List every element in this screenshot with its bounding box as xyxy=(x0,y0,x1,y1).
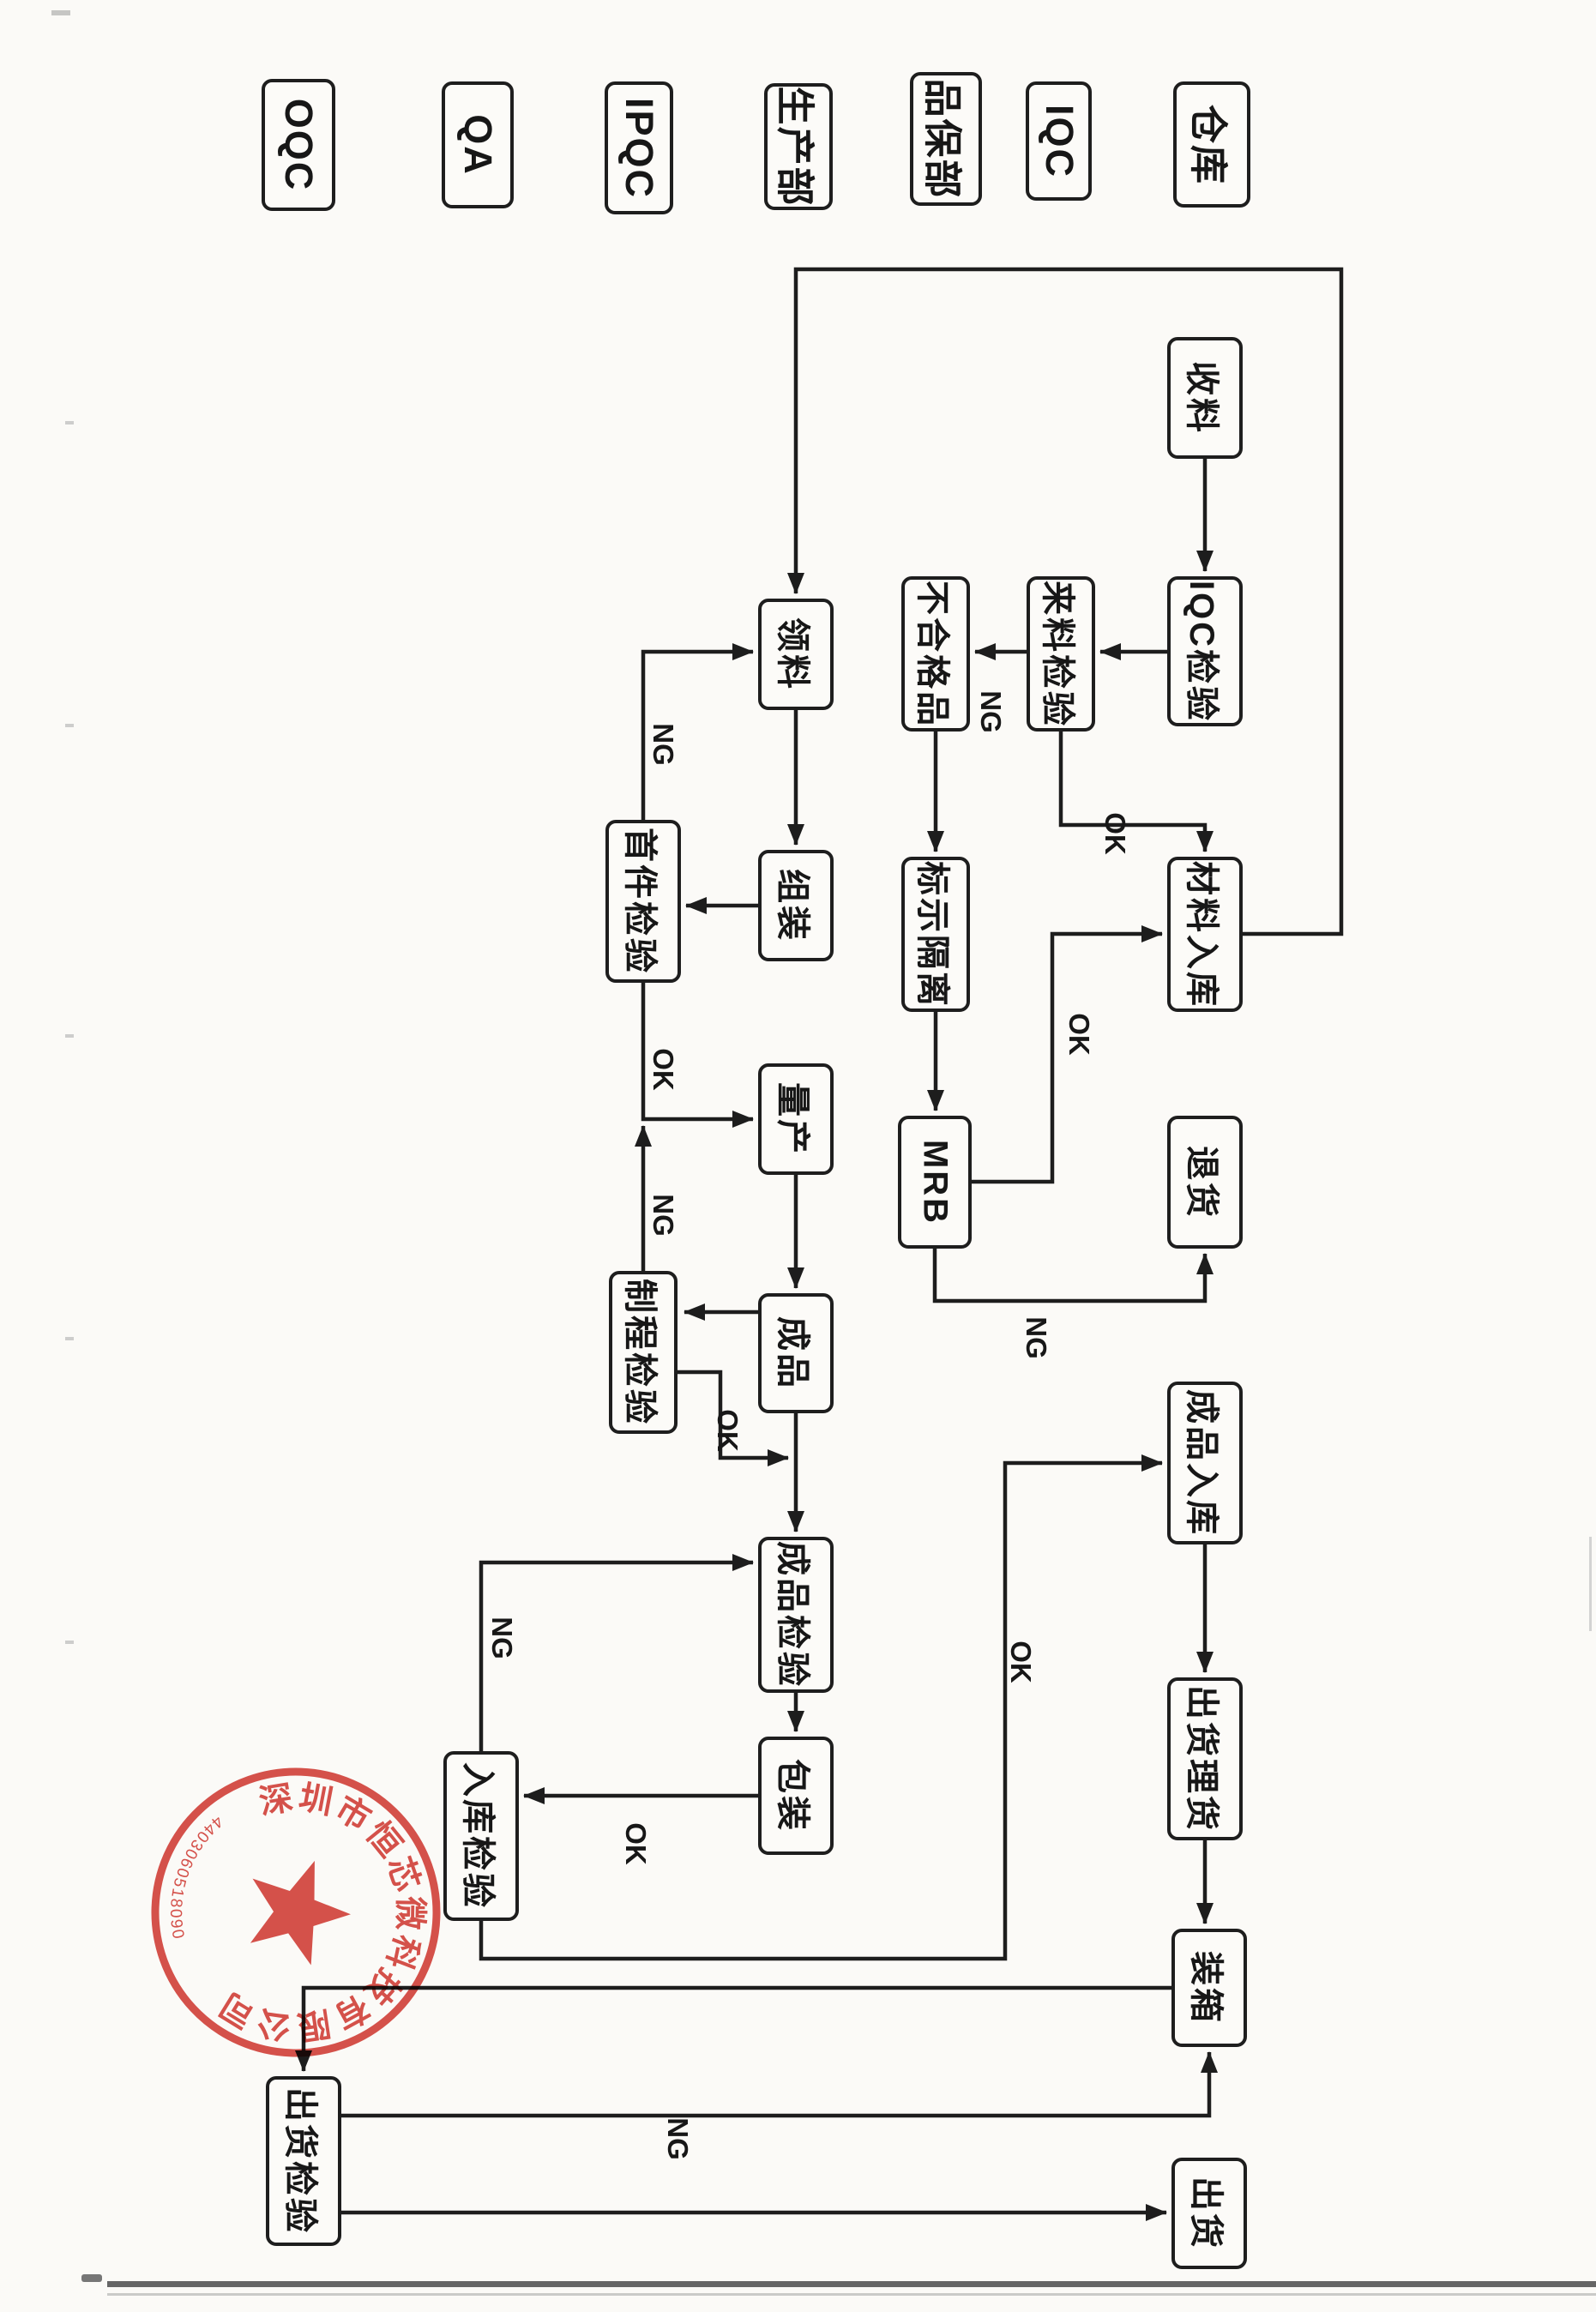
scan-edge-right xyxy=(1589,1537,1592,1631)
lane-header-quality-dept: 品保部 xyxy=(910,72,982,206)
edge-label-ng-7: NG xyxy=(647,1194,679,1237)
node-label: 收料 xyxy=(1183,361,1220,435)
scan-tick-5 xyxy=(65,1641,74,1644)
node-label: 出货 xyxy=(1187,2177,1225,2250)
scan-tick-3 xyxy=(65,1034,74,1038)
edge-incoming-ok-to-material-storage xyxy=(1058,732,1214,852)
lane-header-oqc: OQC xyxy=(262,79,335,211)
node-finished-product-inspection: 成品检验 xyxy=(758,1537,834,1693)
node-label: 首件检验 xyxy=(621,828,659,975)
edge-label-ok-11: OK xyxy=(620,1822,652,1865)
node-warehousing-inspection: 入库检验 xyxy=(443,1751,519,1921)
scan-tick-2 xyxy=(65,724,74,727)
node-label: 制程检验 xyxy=(621,1279,659,1426)
node-mark-isolate: 标示隔离 xyxy=(901,857,970,1012)
lane-header-warehouse: 仓库 xyxy=(1173,81,1250,208)
node-mass-production: 量产 xyxy=(758,1063,834,1175)
edge-label-ng-5: NG xyxy=(647,723,679,766)
edge-label-ng-12: NG xyxy=(662,2117,694,2160)
edge-outgoing-ng-to-boxing xyxy=(341,2051,1218,2118)
edge-label-ok-6: OK xyxy=(647,1048,679,1091)
node-shipment: 出货 xyxy=(1171,2158,1247,2269)
node-finished-product: 成品 xyxy=(758,1293,834,1413)
node-label: 成品检验 xyxy=(774,1541,811,1689)
node-shipping-tally: 出货理货 xyxy=(1167,1677,1243,1840)
scan-blob-bottom-left xyxy=(81,2274,102,2282)
node-label: OQC xyxy=(277,98,321,192)
lane-header-qa: QA xyxy=(442,81,514,208)
node-label: IPQC xyxy=(617,97,661,199)
scan-tick-4 xyxy=(65,1337,74,1340)
node-iqc-inspection: IQC检验 xyxy=(1167,576,1243,726)
edge-label-ng-9: NG xyxy=(486,1617,518,1659)
node-material-storage: 材料入库 xyxy=(1167,857,1243,1012)
node-label: QA xyxy=(456,114,500,176)
node-label: 标示隔离 xyxy=(913,860,951,1008)
node-label: 包装 xyxy=(774,1759,811,1833)
node-finished-goods-storage: 成品入库 xyxy=(1167,1382,1243,1544)
lane-header-ipqc: IPQC xyxy=(605,81,673,214)
node-label: 生产部 xyxy=(773,86,817,208)
node-material-requisition: 领料 xyxy=(758,599,834,710)
node-label: 出货理货 xyxy=(1183,1685,1220,1833)
node-boxing: 装箱 xyxy=(1171,1929,1247,2047)
node-label: 不合格品 xyxy=(913,580,951,728)
node-label: IQC检验 xyxy=(1183,580,1220,723)
edge-in-process-ok-join xyxy=(678,1370,789,1466)
node-label: MRB xyxy=(916,1139,955,1225)
node-mrb: MRB xyxy=(898,1116,972,1249)
edge-warehousing-ok-to-fg-storage xyxy=(479,1454,1163,1961)
node-incoming-inspection: 来料检验 xyxy=(1027,576,1095,732)
edge-first-article-ng-to-requisition xyxy=(641,643,754,820)
node-label: 领料 xyxy=(774,617,811,691)
node-receive-material: 收料 xyxy=(1167,337,1243,459)
node-first-article-inspection: 首件检验 xyxy=(605,820,681,983)
node-label: 仓库 xyxy=(1186,104,1231,185)
scan-edge-bottom-dark xyxy=(107,2281,1596,2287)
node-label: 品保部 xyxy=(920,78,965,200)
node-label: IQC xyxy=(1037,104,1081,178)
lane-header-production-dept: 生产部 xyxy=(764,83,833,210)
node-label: 材料入库 xyxy=(1183,860,1220,1008)
node-assembly: 组装 xyxy=(758,850,834,961)
node-label: 成品 xyxy=(774,1316,811,1390)
edge-mrb-ok-to-material-storage xyxy=(972,925,1163,1184)
node-label: 成品入库 xyxy=(1183,1389,1220,1537)
node-packing: 包装 xyxy=(758,1737,834,1855)
edge-label-ok-3: OK xyxy=(1063,1013,1095,1056)
node-label: 装箱 xyxy=(1187,1951,1225,2025)
node-label: 组装 xyxy=(774,869,811,942)
node-label: 入库检验 xyxy=(459,1762,497,1910)
edge-label-ng-1: NG xyxy=(975,690,1007,733)
node-in-process-inspection: 制程检验 xyxy=(609,1271,678,1434)
lane-header-iqc: IQC xyxy=(1026,81,1092,201)
scan-mark-top-left xyxy=(51,10,70,15)
node-nonconforming-product: 不合格品 xyxy=(901,576,970,732)
edge-first-article-ok-to-mass-production xyxy=(641,983,754,1128)
edge-mrb-ng-to-return-goods xyxy=(932,1249,1214,1304)
edge-label-ng-4: NG xyxy=(1021,1316,1052,1359)
node-outgoing-inspection: 出货检验 xyxy=(266,2076,341,2246)
edge-label-ok-10: OK xyxy=(1005,1641,1037,1683)
edge-label-ok-2: OK xyxy=(1099,812,1131,855)
scan-tick-1 xyxy=(65,421,74,424)
node-return-goods: 退货 xyxy=(1167,1116,1243,1249)
scan-edge-bottom-light xyxy=(107,2293,1596,2296)
edge-label-ok-8: OK xyxy=(712,1409,744,1452)
node-label: 量产 xyxy=(774,1082,811,1156)
node-label: 退货 xyxy=(1183,1145,1220,1219)
edge-material-storage-to-requisition xyxy=(787,267,1344,936)
node-label: 出货检验 xyxy=(281,2087,319,2235)
node-label: 来料检验 xyxy=(1039,580,1076,728)
edge-warehousing-ng-to-finished-inspection xyxy=(479,1554,754,1751)
